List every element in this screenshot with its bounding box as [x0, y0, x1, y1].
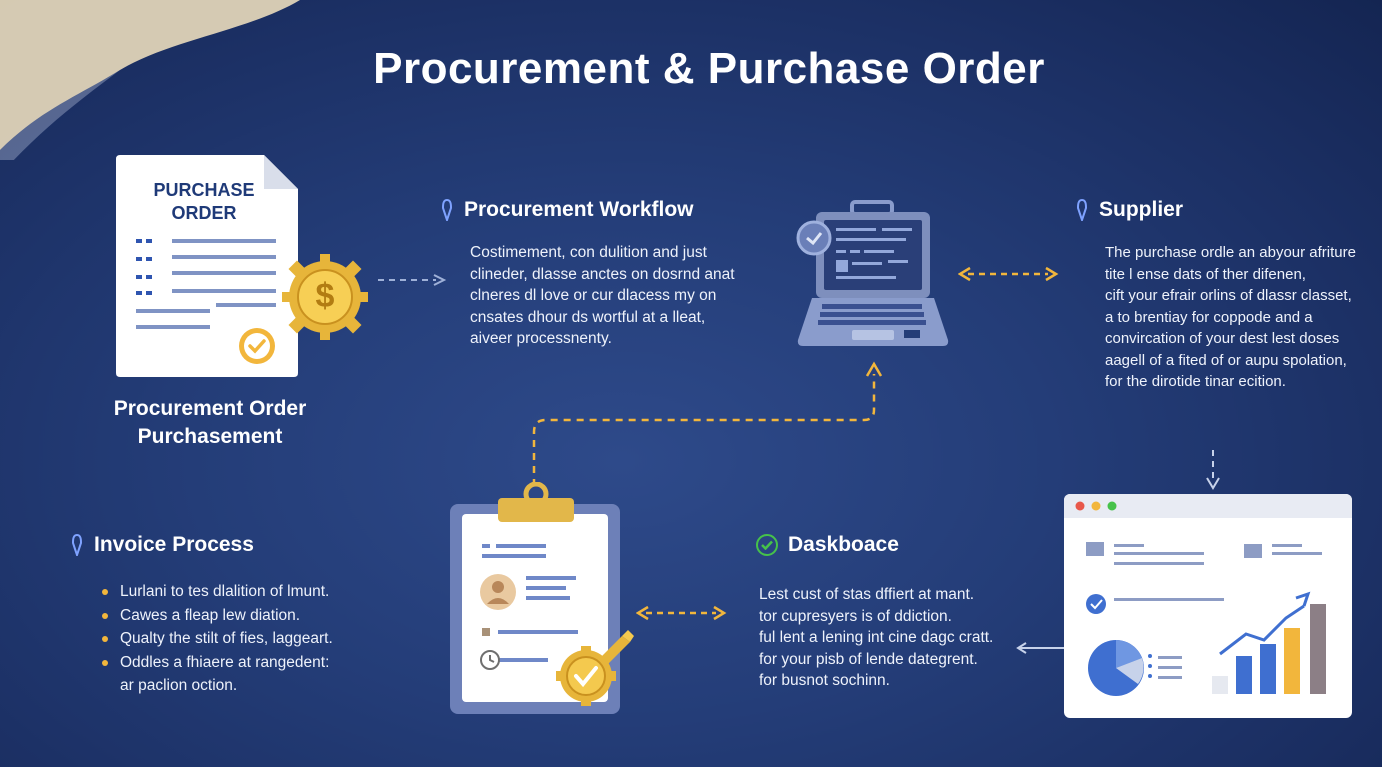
- pin-icon: [71, 534, 83, 556]
- currency-symbol: $: [315, 277, 335, 315]
- supplier-line: for the dirotide tinar ecition.: [1105, 373, 1286, 390]
- workflow-line: cnsates dhour ds wortful at a lleat,: [470, 308, 706, 326]
- supplier-line: cift your efrair orlins of dlassr classe…: [1105, 287, 1352, 304]
- supplier-line: tite l ense dats of ther difenen,: [1105, 265, 1306, 283]
- purchase-order-document: PURCHASE ORDER: [116, 155, 298, 377]
- arrow-connector: [636, 605, 727, 621]
- workflow-title: Procurement Workflow: [464, 198, 694, 221]
- badge-check-icon: [556, 630, 634, 706]
- dashboard-title: Daskboace: [788, 533, 899, 556]
- page-title: Procurement & Purchase Order: [373, 44, 1045, 93]
- flow-path-connector: [532, 361, 883, 486]
- dashboard-line: tor cupresyers is of ddiction.: [759, 607, 952, 625]
- list-item-continuation: ar paclion oction.: [120, 677, 238, 694]
- badge-check-icon: [239, 328, 275, 364]
- supplier-line: aagell of a fited of or aupu spolation,: [1105, 351, 1347, 369]
- list-item: Oddles a fhiaere at rangedent:: [98, 651, 333, 675]
- decorative-wave: [0, 0, 300, 160]
- arrow-connector: [958, 266, 1059, 282]
- dashboard-window-icon: [1064, 494, 1352, 718]
- po-caption-line2: Purchasement: [137, 425, 283, 448]
- list-item: Qualty the stilt of fies, laggeart.: [98, 627, 333, 651]
- dashboard-text: Lest cust of stas dffiert at mant. tor c…: [759, 584, 993, 692]
- check-icon: [756, 534, 778, 556]
- arrow-connector: [1206, 450, 1220, 490]
- po-header-line2: ORDER: [171, 203, 237, 223]
- po-caption-line1: Procurement Order: [113, 397, 307, 420]
- workflow-text: Costimement, con dulition and just cline…: [470, 242, 735, 350]
- pin-icon: [1076, 199, 1088, 221]
- dashboard-line: Lest cust of stas dffiert at mant.: [759, 586, 975, 603]
- dashboard-line: ful lent a lening int cine dagc cratt.: [759, 629, 994, 646]
- supplier-line: convircation of your dest lest doses: [1105, 330, 1340, 347]
- coin-gear-icon: [282, 254, 368, 340]
- invoice-title: Invoice Process: [94, 533, 254, 556]
- list-item: Lurlani to tes dlalition of lmunt.: [98, 580, 333, 604]
- arrow-connector: [1016, 642, 1066, 654]
- workflow-line: clneres dl love or cur dlacess my on: [470, 287, 717, 304]
- workflow-heading: Procurement Workflow: [440, 198, 693, 222]
- workflow-line: aiveer processnenty.: [470, 330, 612, 347]
- invoice-heading: Invoice Process: [70, 533, 254, 557]
- supplier-line: a to brentiay for coppode and a: [1105, 308, 1313, 326]
- supplier-line: The purchase ordle an abyour afriture: [1105, 244, 1356, 261]
- dashboard-heading: Daskboace: [756, 533, 899, 557]
- laptop-icon: [796, 200, 949, 346]
- workflow-line: clineder, dlasse anctes on dosrnd anat: [470, 265, 735, 283]
- dashboard-line: for busnot sochinn.: [759, 672, 890, 689]
- po-header-line1: PURCHASE: [153, 180, 255, 200]
- supplier-title: Supplier: [1099, 198, 1184, 221]
- list-item: Cawes a fleap lew diation.: [98, 604, 333, 628]
- workflow-line: Costimement, con dulition and just: [470, 244, 707, 261]
- invoice-bullet-list: Lurlani to tes dlalition of lmunt. Cawes…: [98, 580, 333, 698]
- pin-icon: [441, 199, 453, 221]
- supplier-heading: Supplier: [1075, 198, 1183, 222]
- dashboard-line: for your pisb of lende dategrent.: [759, 650, 978, 668]
- document-icon: [116, 155, 298, 377]
- arrow-connector: [378, 274, 447, 286]
- supplier-text: The purchase ordle an abyour afriture ti…: [1105, 242, 1356, 393]
